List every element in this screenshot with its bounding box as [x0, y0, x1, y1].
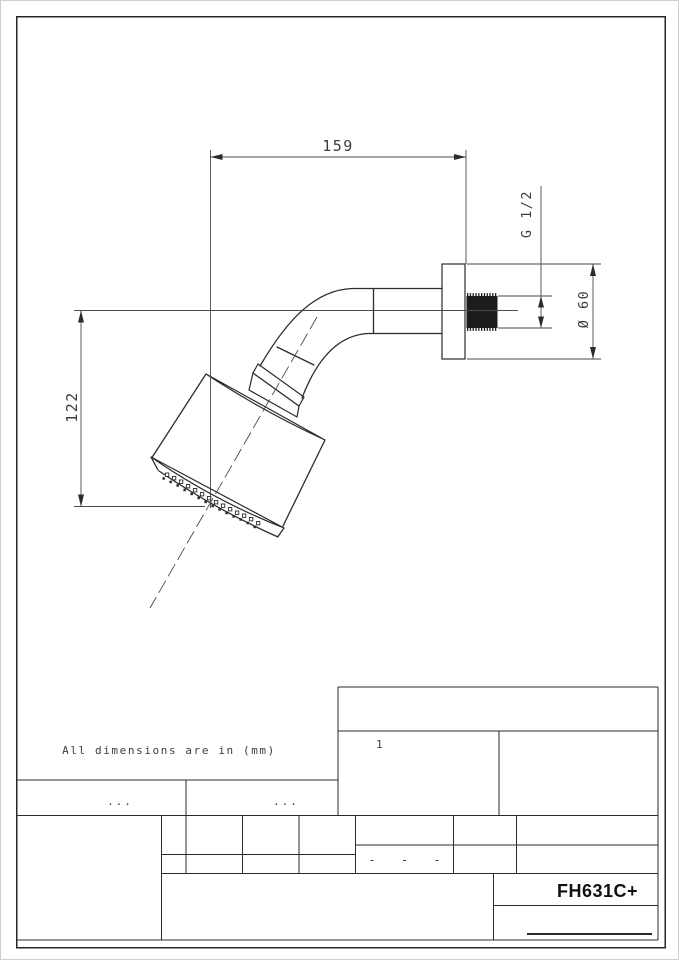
- sheet-number: 1: [376, 738, 384, 751]
- dim-arm-length-label: 159: [322, 137, 354, 155]
- page-border: [15, 15, 666, 949]
- dim-head-height: 122: [63, 310, 205, 507]
- title-block: All dimensions are in (mm) 1 ... ... - -…: [16, 686, 659, 941]
- dim-head-height-label: 122: [63, 391, 81, 423]
- shower-head-drawing: 159 122 G 1/2 Ø 60: [63, 137, 601, 609]
- thread-nipple: [466, 293, 498, 331]
- arm-bottom-edge: [301, 332, 443, 399]
- dim-diameter-label: Ø 60: [576, 290, 592, 329]
- head-face-flange: [150, 456, 285, 529]
- units-note: All dimensions are in (mm): [62, 744, 276, 757]
- dim-thread-label: G 1/2: [519, 190, 535, 238]
- dim-thread: G 1/2: [498, 186, 552, 329]
- revision-cell-1: ...: [107, 795, 133, 808]
- head-right-side: [282, 439, 326, 527]
- dim-arm-length: 159: [210, 137, 467, 508]
- head-flange-tips: [150, 456, 285, 538]
- arm-top-edge: [259, 287, 443, 367]
- arm-joint-line: [276, 346, 315, 366]
- head-axis-centerline: [149, 316, 318, 609]
- head-left-side: [151, 373, 207, 459]
- model-code: FH631C+: [557, 881, 638, 901]
- revision-cell-2: ...: [273, 795, 299, 808]
- shower-arm: [259, 287, 443, 399]
- head-face-edge: [158, 470, 279, 538]
- wall-flange: [441, 263, 466, 360]
- connector-nut: [252, 363, 305, 407]
- dim-flange-diameter: Ø 60: [467, 263, 601, 360]
- tolerance-cell: - - -: [368, 853, 449, 867]
- spray-nozzles: [161, 472, 261, 529]
- thread-body: [466, 296, 498, 328]
- title-block-grid: [16, 686, 659, 941]
